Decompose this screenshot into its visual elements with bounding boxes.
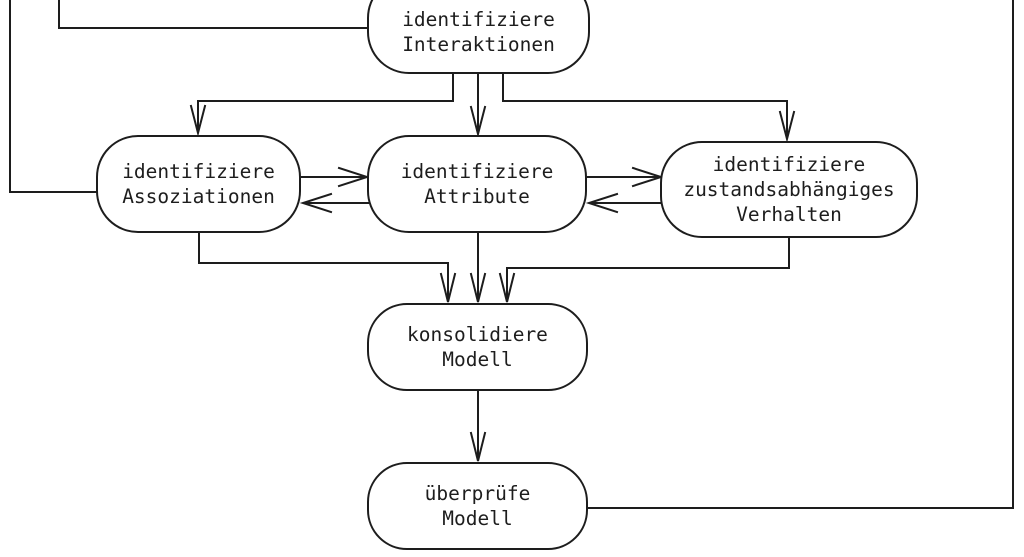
node-label: identifiziere zustandsabhängiges Verhalt… — [683, 153, 895, 226]
edge-assoziationen-attribute — [301, 166, 371, 188]
node-identifiziere-assoziationen: identifiziere Assoziationen — [96, 135, 301, 233]
edge-konsolidiere-ueberpruefe — [469, 391, 487, 462]
edge-attribute-assoziationen — [299, 192, 369, 214]
node-identifiziere-zustandsabhaengiges-verhalten: identifiziere zustandsabhängiges Verhalt… — [660, 141, 918, 238]
edge-feedback-to-assoziationen — [9, 0, 101, 193]
node-label: identifiziere Attribute — [400, 160, 554, 208]
edge-feedback-to-interaktionen — [58, 0, 371, 29]
edge-attribute-verhalten — [587, 166, 665, 188]
edge-interaktionen-verhalten — [502, 71, 796, 143]
edge-interaktionen-attribute — [469, 71, 487, 138]
edge-ueberpruefe-feedback-right — [588, 0, 1014, 509]
node-konsolidiere-modell: konsolidiere Modell — [367, 303, 588, 391]
edge-verhalten-konsolidiere — [498, 238, 790, 303]
node-label: konsolidiere Modell — [407, 323, 548, 371]
node-ueberpruefe-modell: überprüfe Modell — [367, 462, 588, 550]
node-identifiziere-attribute: identifiziere Attribute — [367, 135, 587, 233]
edge-verhalten-attribute — [585, 192, 661, 214]
node-label: überprüfe Modell — [424, 482, 531, 530]
edge-assoziationen-konsolidiere — [198, 233, 457, 303]
node-identifiziere-interaktionen: identifiziere Interaktionen — [367, 0, 590, 74]
node-label: identifiziere Interaktionen — [402, 8, 555, 56]
edge-attribute-konsolidiere — [469, 233, 487, 303]
node-label: identifiziere Assoziationen — [122, 160, 275, 208]
edge-interaktionen-assoziationen — [189, 71, 454, 137]
